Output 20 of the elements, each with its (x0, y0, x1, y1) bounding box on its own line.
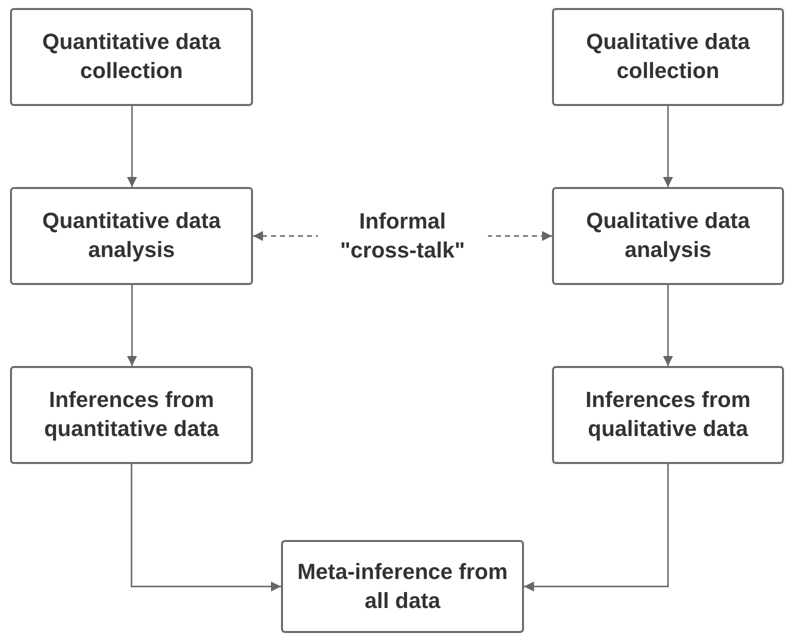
process-box (10, 8, 253, 106)
box-label: Inferences from quantitative data (43, 386, 220, 443)
arrow (663, 106, 673, 187)
box-label: Quantitative data analysis (41, 207, 222, 264)
arrow (127, 285, 137, 366)
process-box (281, 540, 524, 633)
box-label: Inferences from qualitative data (584, 386, 752, 443)
arrow (663, 285, 673, 366)
arrow (127, 106, 137, 187)
process-box (10, 187, 253, 285)
process-box (552, 366, 784, 464)
arrow (130, 464, 281, 592)
process-box (552, 8, 784, 106)
box-label: Qualitative data analysis (585, 207, 751, 264)
box-label: Quantitative data collection (41, 28, 222, 85)
box-label: Meta-inference from all data (296, 558, 509, 614)
box-label: Qualitative data collection (585, 28, 751, 85)
process-box (552, 187, 784, 285)
process-box (10, 366, 253, 464)
arrow (524, 464, 669, 592)
